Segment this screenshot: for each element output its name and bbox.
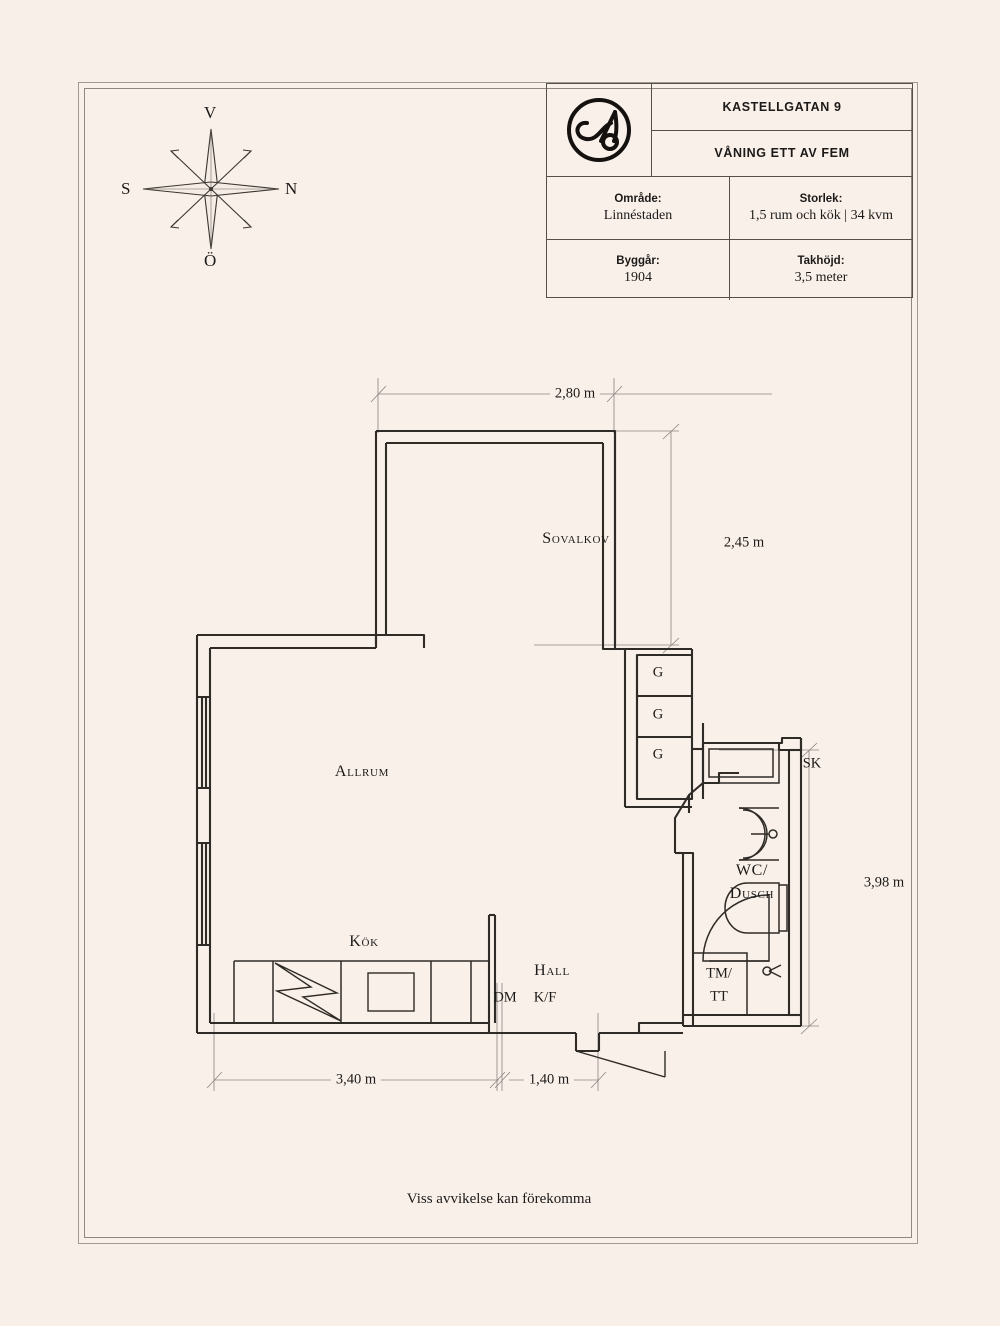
field-storlek-value: 1,5 rum och kök | 34 kvm (749, 207, 893, 223)
kitchen-sink-icon (367, 972, 415, 1012)
circle-monogram-a-logo-icon (567, 98, 631, 162)
dimension-label-main-width: 3,40 m (330, 1071, 382, 1089)
dimension-label-sovalkov-depth: 2,45 m (718, 534, 770, 552)
room-label-hall: Hall (534, 962, 570, 979)
field-omrade: Område: Linnéstaden (547, 177, 729, 239)
compass-label-bottom: Ö (204, 251, 217, 270)
compass-rose: V S N Ö (119, 101, 304, 281)
field-omrade-value: Linnéstaden (603, 207, 673, 223)
field-byggar-value: 1904 (624, 269, 652, 285)
fixture-label-garderob-3: G (652, 746, 664, 763)
fixture-label-kf: K/F (533, 989, 557, 1006)
compass-label-left: S (121, 179, 131, 198)
fixture-label-tt: TT (710, 988, 728, 1005)
fixture-label-dm: DM (493, 989, 517, 1006)
floor-plan-drawing: Sovalkov Allrum Kök Hall G G G SK DM K/F… (79, 83, 919, 1245)
laundry-box (693, 952, 748, 1016)
disclaimer-note: Viss avvikelse kan förekomma (406, 1191, 592, 1207)
room-label-sovalkov: Sovalkov (542, 530, 610, 547)
stove-icon (274, 962, 342, 1022)
fixture-label-garderob-1: G (652, 664, 664, 681)
compass-rose-icon (142, 128, 280, 250)
dimension-label-bathroom-depth: 3,98 m (858, 874, 910, 892)
dimension-label-hall-width: 1,40 m (523, 1071, 575, 1089)
field-storlek-label: Storlek: (799, 192, 843, 205)
drawing-sheet: V S N Ö KASTELLGATAN 9 VÅNING ETT AV FEM (78, 82, 918, 1244)
plan-svg (195, 378, 819, 1091)
dimension-lines (206, 378, 819, 1091)
room-label-wc-dusch-line2: Dusch (729, 885, 775, 902)
fixture-label-garderob-2: G (652, 706, 664, 723)
field-storlek: Storlek: 1,5 rum och kök | 34 kvm (729, 177, 912, 239)
bathroom-fixtures (702, 743, 788, 978)
room-label-wc-dusch-line1: WC/ (735, 862, 769, 879)
field-takhojd: Takhöjd: 3,5 meter (729, 240, 912, 300)
floor-title: VÅNING ETT AV FEM (714, 146, 850, 161)
title-block: KASTELLGATAN 9 VÅNING ETT AV FEM Område:… (546, 83, 913, 300)
field-omrade-label: Område: (614, 192, 662, 205)
kitchen-counter (233, 960, 489, 1023)
field-takhojd-label: Takhöjd: (797, 254, 845, 267)
room-label-allrum: Allrum (334, 763, 390, 780)
entry-door-icon (575, 1050, 666, 1078)
fixture-label-sk: SK (802, 755, 822, 772)
sheet-inner-border (84, 88, 912, 1238)
field-byggar: Byggår: 1904 (547, 240, 729, 300)
fixture-label-tm: TM/ (706, 965, 732, 982)
field-byggar-label: Byggår: (616, 254, 660, 267)
room-label-kok: Kök (349, 933, 379, 950)
wall-outlines (195, 429, 803, 1053)
logo (547, 84, 652, 176)
compass-label-top: V (204, 103, 217, 122)
address-title: KASTELLGATAN 9 (652, 84, 912, 131)
dimension-label-sovalkov-width: 2,80 m (549, 385, 601, 403)
compass-label-right: N (285, 179, 298, 198)
field-takhojd-value: 3,5 meter (794, 269, 848, 285)
